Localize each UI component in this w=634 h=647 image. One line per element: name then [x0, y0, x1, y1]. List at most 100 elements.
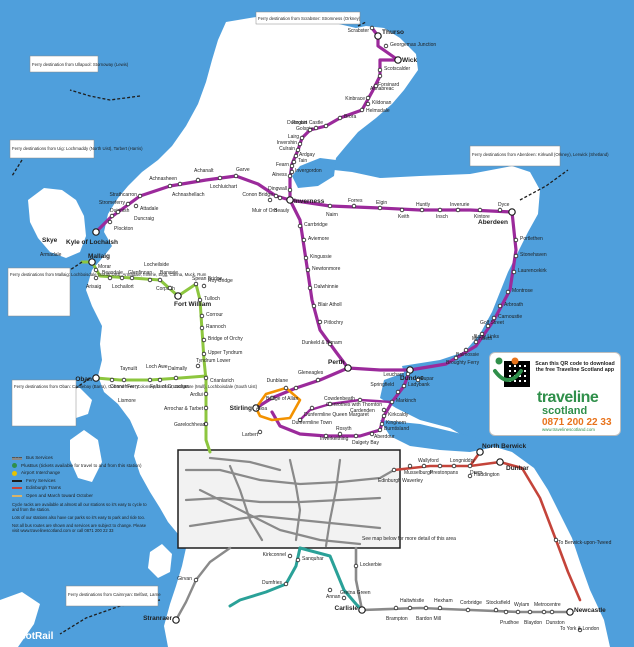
station-forsinard[interactable]: Forsinard: [373, 82, 399, 89]
station-stocksfield[interactable]: Stocksfield: [486, 600, 510, 613]
station-dunbar[interactable]: Dunbar: [496, 458, 529, 472]
station-portlethen[interactable]: Portlethen: [513, 236, 543, 243]
station-altnabreac[interactable]: Altnabreac: [370, 73, 394, 92]
station-duncraig[interactable]: Duncraig: [115, 209, 154, 222]
station-culrain[interactable]: Culrain: [279, 146, 301, 153]
station-stirling[interactable]: Stirling: [230, 404, 260, 412]
station-fearn[interactable]: Fearn: [276, 162, 295, 169]
station-prestonpans[interactable]: Prestonpans: [430, 463, 459, 476]
station-muir[interactable]: Muir of Ord: [252, 197, 277, 214]
station-annan[interactable]: Annan: [326, 587, 341, 600]
station-dalwhinnie[interactable]: Dalwhinnie: [307, 284, 339, 291]
station-lairg[interactable]: Lairg: [288, 134, 305, 141]
station-beauly[interactable]: Beauly: [274, 195, 290, 214]
station-tyndrum[interactable]: Upper Tyndrum: [201, 350, 242, 357]
station-fort-william[interactable]: Fort William: [174, 292, 211, 308]
station-dunston[interactable]: Dunston: [546, 609, 565, 626]
station-kingussie[interactable]: Kingussie: [303, 254, 332, 261]
station-taynuilt[interactable]: Taynuilt: [120, 366, 138, 383]
station-girvan[interactable]: Girvan: [177, 576, 199, 583]
station-dumfries[interactable]: Dumfries: [262, 580, 289, 587]
station-carnoustie[interactable]: Carnoustie: [491, 314, 522, 321]
station-glenrothes[interactable]: Glenrothes with Thornton: [326, 402, 387, 413]
station-wallyford[interactable]: Wallyford: [418, 458, 439, 469]
station-roy[interactable]: Roy Bridge: [201, 278, 233, 289]
station-prudhoe[interactable]: Prudhoe: [500, 609, 519, 626]
station-aberdeen[interactable]: Aberdeen: [478, 208, 516, 226]
station-kirkconnel[interactable]: Kirkconnel: [263, 552, 293, 559]
station-mallaig[interactable]: Mallaig: [88, 253, 110, 266]
station-kinghorn[interactable]: Kinghorn: [379, 420, 406, 427]
station-haltwhistle[interactable]: Haltwhistle: [400, 598, 424, 611]
station-tulloch[interactable]: Tulloch: [197, 296, 220, 303]
station-achnanalt[interactable]: Achanalt: [194, 168, 214, 183]
station-hexham[interactable]: Hexham: [434, 598, 453, 611]
station-helmsdale[interactable]: Helmsdale: [359, 107, 390, 114]
station-newcastle[interactable]: Newcastle: [566, 607, 606, 616]
station-longniddry[interactable]: Longniddry: [450, 458, 475, 469]
station-thurso[interactable]: Thurso: [374, 29, 404, 40]
station-tain[interactable]: Tain: [291, 158, 307, 165]
station-glenfinnan[interactable]: Glenfinnan: [128, 270, 152, 281]
station-dunkeld[interactable]: Dunkeld & Birnam: [302, 340, 342, 347]
station-barryLinks[interactable]: Barry Links: [474, 331, 500, 340]
station-loch-awe[interactable]: Loch Awe: [146, 364, 168, 383]
station-aviemore[interactable]: Aviemore: [301, 236, 329, 243]
station-gleneagles[interactable]: Gleneagles: [298, 370, 324, 383]
station-attadale[interactable]: Attadale: [133, 203, 159, 212]
station-aberdour[interactable]: Aberdour: [369, 431, 395, 440]
station-blair[interactable]: Blair Atholl: [311, 302, 342, 309]
station-inverness[interactable]: Inverness: [286, 196, 325, 205]
station-georgemas[interactable]: Georgemas Junction: [383, 42, 436, 49]
station-haddington[interactable]: Haddington: [467, 472, 500, 479]
traveline-url[interactable]: www.travelinescotland.com: [542, 427, 595, 432]
station-blaydon[interactable]: Blaydon: [524, 609, 542, 626]
station-carrbridge[interactable]: Carrbridge: [297, 222, 328, 229]
station-dalmally[interactable]: Dalmally: [168, 366, 188, 381]
station-arbroath[interactable]: Arbroath: [497, 302, 523, 309]
station-carlisle[interactable]: Carlisle: [335, 605, 366, 614]
station-markinch[interactable]: Markinch: [389, 398, 417, 405]
station-leuchars[interactable]: Leuchars: [383, 371, 411, 378]
station-stonehaven[interactable]: Stonehaven: [513, 252, 547, 259]
station-corpach[interactable]: Corpach: [156, 277, 175, 292]
station-dunrobin[interactable]: Dunrobin Castle: [287, 120, 329, 129]
station-oban[interactable]: Oban: [75, 374, 100, 383]
station-plockton[interactable]: Plockton: [107, 219, 133, 232]
station-corbridge[interactable]: Corbridge: [460, 600, 482, 613]
station-scotscalder[interactable]: Scotscalder: [377, 66, 410, 73]
station-newtonmore[interactable]: Newtonmore: [305, 266, 341, 273]
station-connel[interactable]: Connel Ferry: [109, 377, 139, 390]
station-crianlarich[interactable]: Crianlarich: [203, 375, 234, 384]
station-montrose[interactable]: Montrose: [505, 288, 533, 295]
station-cupar[interactable]: Cupar: [415, 376, 434, 383]
station-falls[interactable]: Falls of Cruachan: [150, 377, 189, 390]
station-balmossie[interactable]: Balmossie: [456, 347, 479, 358]
station-garelochhead[interactable]: Garelochhead: [174, 421, 209, 428]
station-banavie[interactable]: Banavie: [160, 270, 178, 291]
station-tyndrum-l[interactable]: Tyndrum Lower: [195, 358, 231, 369]
station-musselburgh[interactable]: Musselburgh: [404, 463, 433, 476]
station-arrochar[interactable]: Arrochar & Tarbet: [164, 405, 209, 412]
station-berwick-link[interactable]: To Berwick-upon-Tweed: [553, 537, 612, 546]
station-invershin[interactable]: Invershin: [277, 140, 303, 147]
station-burntisland[interactable]: Burntisland: [377, 426, 409, 433]
station-sanquhar[interactable]: Sanquhar: [295, 556, 324, 563]
station-locheil[interactable]: Locheilside: [144, 262, 169, 283]
station-laurencekirk[interactable]: Laurencekirk: [511, 268, 547, 275]
traveline-phone[interactable]: 0871 200 22 33: [542, 417, 612, 428]
station-alness[interactable]: Alness: [272, 172, 293, 179]
station-insch[interactable]: Insch: [436, 207, 448, 220]
station-scrabster[interactable]: Scrabster: [348, 25, 375, 34]
station-kinbrace[interactable]: Kinbrace: [345, 95, 371, 102]
station-rosyth[interactable]: Rosyth: [336, 426, 352, 437]
station-broughty[interactable]: Broughty Ferry: [446, 355, 480, 366]
station-cowdenbeath[interactable]: Cowdenbeath: [324, 396, 355, 407]
station-lochailort[interactable]: Lochailort: [112, 275, 134, 290]
station-arisaig[interactable]: Arisaig: [86, 275, 102, 290]
station-bardon[interactable]: Bardon Mill: [416, 605, 441, 622]
station-metrocentre[interactable]: Metrocentre: [534, 602, 561, 615]
station-wick[interactable]: Wick: [394, 56, 418, 64]
station-keith[interactable]: Keith: [398, 207, 410, 220]
station-gretna[interactable]: Gretna Green: [340, 590, 371, 601]
